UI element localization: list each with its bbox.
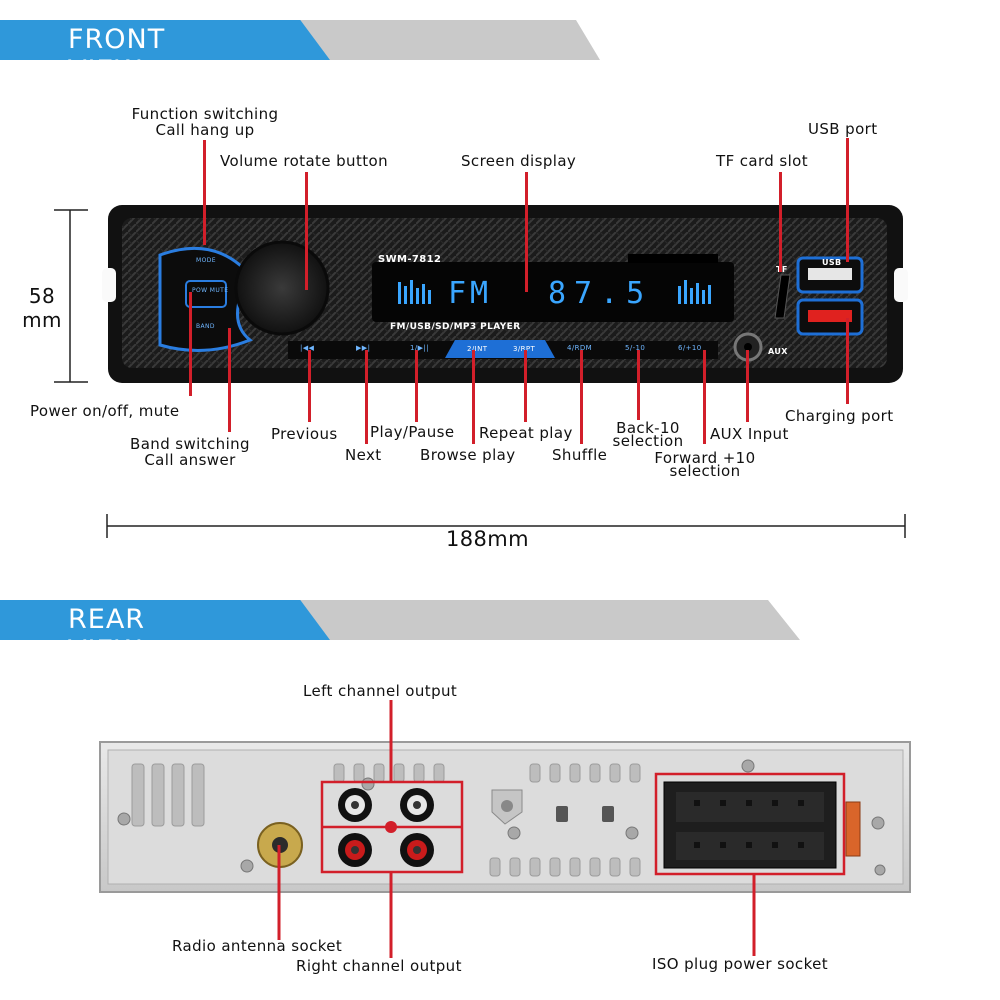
callout-line-power <box>189 292 192 396</box>
callout-line-shuffle <box>580 350 583 444</box>
key-rdm[interactable]: 4/RDM <box>567 344 593 352</box>
label-right-channel: Right channel output <box>296 957 462 975</box>
label-usb-port: USB port <box>808 120 878 138</box>
callout-line-band <box>228 328 231 432</box>
callout-line-usb <box>846 138 849 262</box>
label-power: Power on/off, mute <box>30 402 180 420</box>
label-tf-slot: TF card slot <box>716 152 809 170</box>
key-int[interactable]: 2/INT <box>467 345 488 353</box>
rca-jacks <box>338 788 434 867</box>
level-bars-left <box>398 280 431 304</box>
mode-button[interactable]: MODE <box>196 257 216 264</box>
key-next[interactable]: ▶▶| <box>356 344 371 352</box>
rear-view-title: REAR VIEW <box>68 604 146 666</box>
label-antenna: Radio antenna socket <box>172 937 343 955</box>
callout-line-browse <box>472 350 475 444</box>
callout-line-screen <box>525 172 528 292</box>
label-aux-input: AUX Input <box>710 425 789 443</box>
usb-label: USB <box>822 258 842 267</box>
callout-line-forward10 <box>703 350 706 444</box>
key-play-pause[interactable]: 1/▶|| <box>410 344 429 352</box>
pow-mute-label[interactable]: POW MUTE <box>192 287 229 294</box>
width-dimension: 188mm <box>446 527 529 551</box>
display-frequency: 87.5 <box>548 276 653 311</box>
callout-line-back10 <box>637 350 640 420</box>
iso-highlight-box <box>654 772 846 876</box>
label-play-pause: Play/Pause <box>370 423 455 441</box>
label-volume: Volume rotate button <box>220 152 388 170</box>
label-left-channel: Left channel output <box>303 682 458 700</box>
label-previous: Previous <box>271 425 338 443</box>
band-button[interactable]: BAND <box>196 323 215 330</box>
fuse <box>845 801 861 857</box>
callout-line-play <box>415 350 418 422</box>
label-repeat-play: Repeat play <box>479 424 573 442</box>
level-bars-right <box>678 280 711 304</box>
model-label: SWM-7812 <box>378 254 442 265</box>
label-charging-port: Charging port <box>785 407 894 425</box>
callout-line-volume <box>305 172 308 290</box>
key-forward10[interactable]: 6/+10 <box>678 344 702 352</box>
key-back10[interactable]: 5/-10 <box>625 344 646 352</box>
callout-line-mode <box>203 140 206 245</box>
display-panel <box>372 262 734 322</box>
callout-line-charging <box>846 318 849 404</box>
callout-line-repeat <box>524 350 527 422</box>
callout-line-next <box>365 350 368 444</box>
callout-line-tf <box>779 172 782 272</box>
label-iso-plug: ISO plug power socket <box>652 955 829 973</box>
label-next: Next <box>345 446 382 464</box>
front-view-title: FRONT VIEW <box>68 24 166 86</box>
label-shuffle: Shuffle <box>552 446 608 464</box>
callout-line-aux <box>746 350 749 422</box>
display-band: FM <box>448 276 493 311</box>
label-screen: Screen display <box>461 152 577 170</box>
aux-label: AUX <box>768 347 788 356</box>
callout-line-previous <box>308 350 311 422</box>
key-previous[interactable]: |◀◀ <box>300 344 315 352</box>
tf-slot <box>774 274 791 319</box>
player-label: FM/USB/SD/MP3 PLAYER <box>390 322 521 332</box>
key-rpt[interactable]: 3/RPT <box>513 345 536 353</box>
pow-mute-button <box>185 280 227 308</box>
label-browse-play: Browse play <box>420 446 516 464</box>
